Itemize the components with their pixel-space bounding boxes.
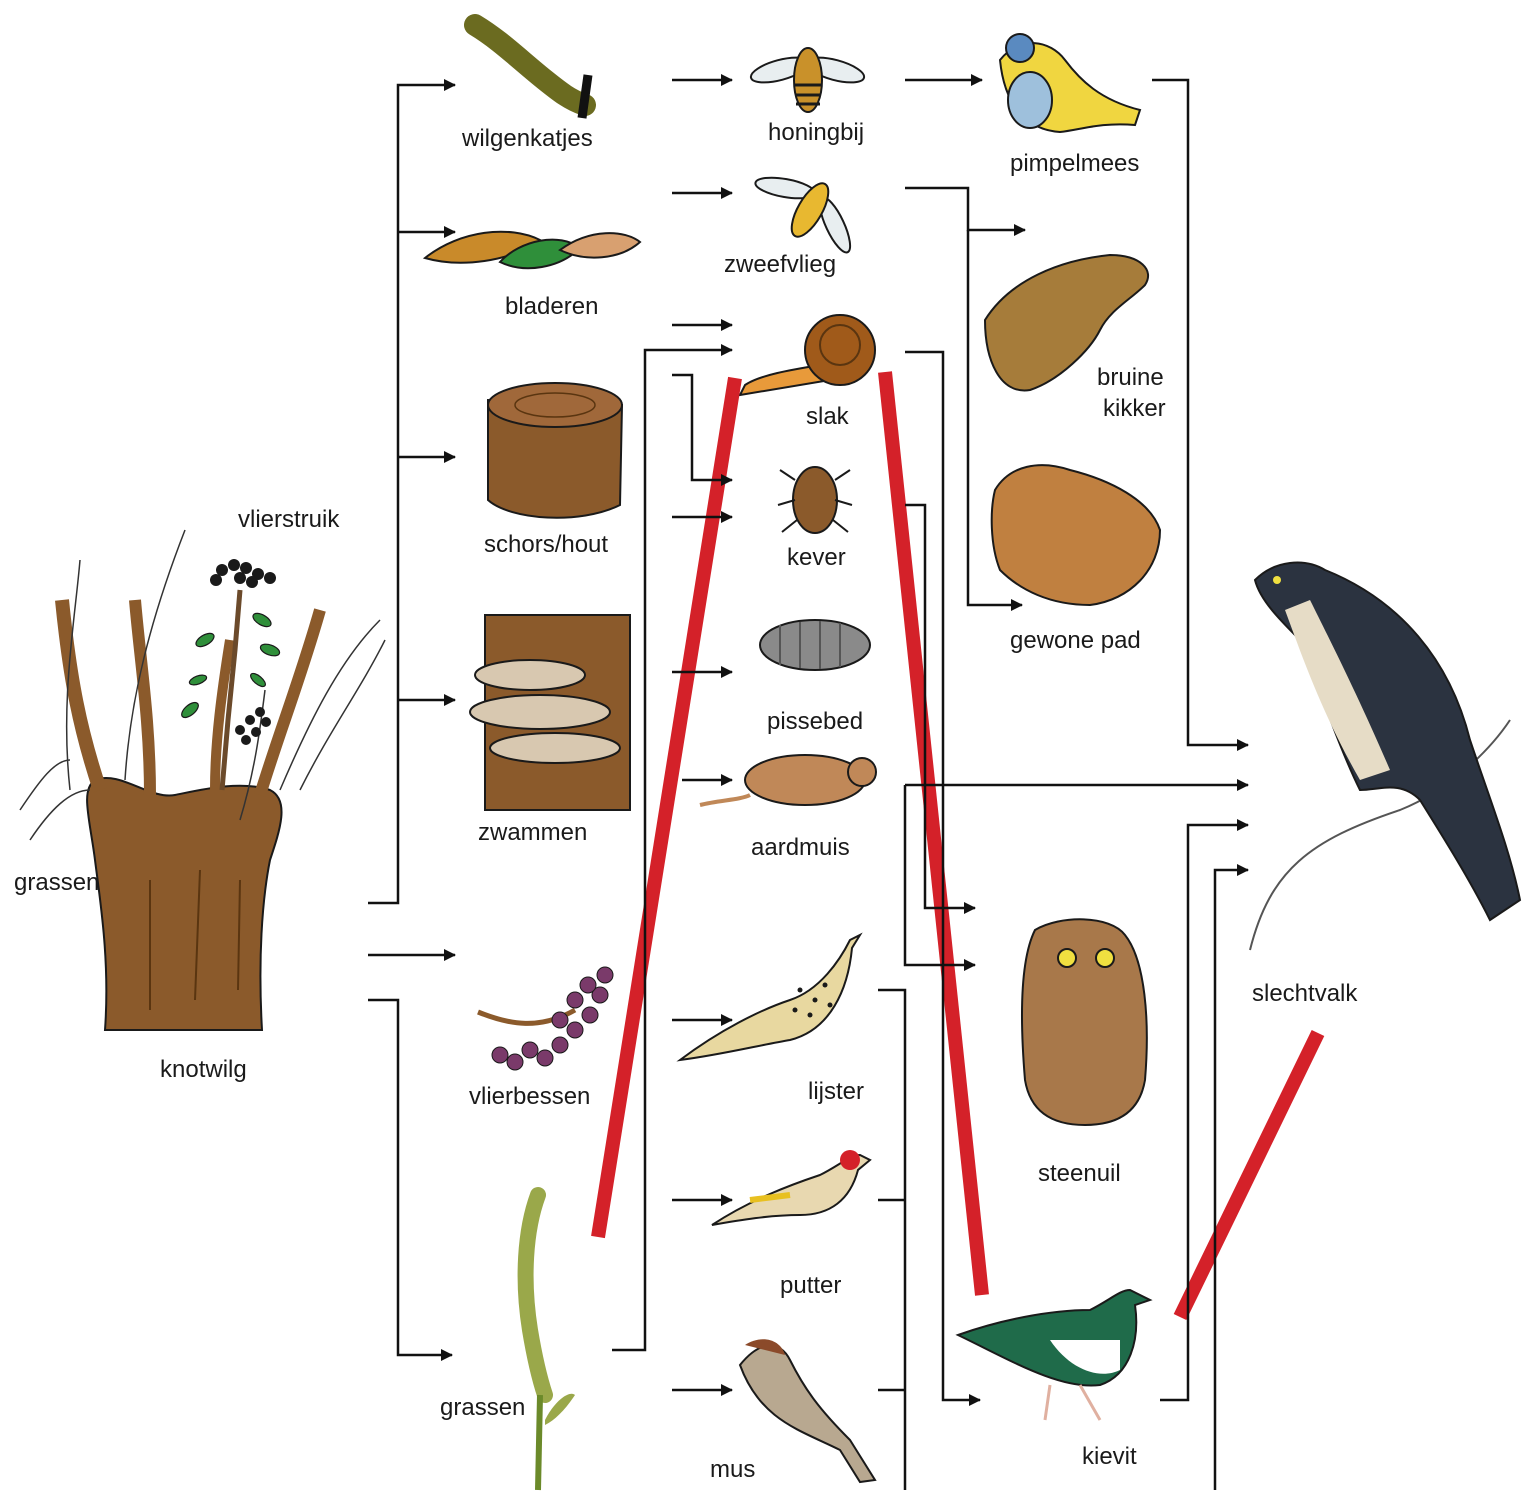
label-kever: kever xyxy=(787,544,846,571)
lapwing-icon xyxy=(958,1290,1150,1420)
removed-links-red-lines xyxy=(598,372,1318,1317)
label-kikker: kikker xyxy=(1103,395,1166,422)
label-slak: slak xyxy=(806,403,850,430)
common-toad-icon xyxy=(992,465,1160,605)
label-wilgenkatjes: wilgenkatjes xyxy=(461,125,593,152)
woodlouse-icon xyxy=(760,620,870,670)
label-pissebed: pissebed xyxy=(767,708,863,735)
elderberries-icon xyxy=(478,967,613,1070)
catkins-icon xyxy=(475,25,588,118)
little-owl-icon xyxy=(1022,919,1147,1125)
label-pimpelmees: pimpelmees xyxy=(1010,150,1139,177)
label-bladeren: bladeren xyxy=(505,293,598,320)
blue-tit-icon xyxy=(1000,34,1140,132)
label-vlierstruik: vlierstruik xyxy=(238,506,340,533)
label-putter: putter xyxy=(780,1272,841,1299)
label-schors-hout: schors/hout xyxy=(484,531,608,558)
honeybee-icon xyxy=(748,48,866,112)
label-mus: mus xyxy=(710,1456,755,1483)
label-honingbij: honingbij xyxy=(768,119,864,146)
label-zwammen: zwammen xyxy=(478,819,587,846)
snail-icon xyxy=(740,315,875,395)
bark-wood-icon xyxy=(488,383,622,518)
label-steenuil: steenuil xyxy=(1038,1160,1121,1187)
label-vlierbessen: vlierbessen xyxy=(469,1083,590,1110)
goldfinch-icon xyxy=(712,1150,870,1225)
label-zweefvlieg: zweefvlieg xyxy=(724,251,836,278)
label-aardmuis: aardmuis xyxy=(751,834,850,861)
thrush-icon xyxy=(680,935,860,1060)
leaves-icon xyxy=(425,232,640,268)
label-knotwilg: knotwilg xyxy=(160,1056,247,1083)
label-bruine: bruine xyxy=(1097,364,1164,391)
bracket-fungus-icon xyxy=(470,615,630,810)
label-slechtvalk: slechtvalk xyxy=(1252,980,1358,1007)
label-gewone-pad: gewone pad xyxy=(1010,627,1141,654)
elder-shrub-icon xyxy=(179,559,281,790)
label-lijster: lijster xyxy=(808,1078,864,1105)
sparrow-icon xyxy=(740,1339,875,1482)
falcon-icon xyxy=(1250,563,1520,950)
hoverfly-icon xyxy=(754,174,856,256)
pollard-willow-icon xyxy=(20,530,385,1030)
label-kievit: kievit xyxy=(1082,1443,1137,1470)
beetle-icon xyxy=(778,467,852,533)
label-grassen: grassen xyxy=(440,1394,525,1421)
label-grassen-left: grassen xyxy=(14,869,99,896)
grass-ear-icon xyxy=(526,1195,575,1490)
